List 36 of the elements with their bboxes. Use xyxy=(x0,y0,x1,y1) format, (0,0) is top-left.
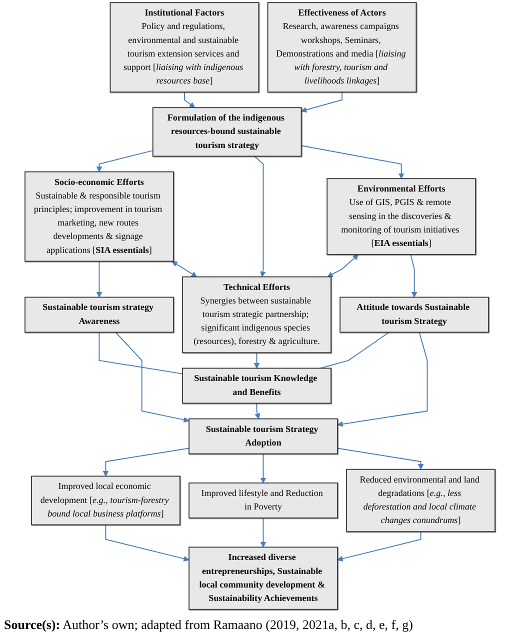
process-box: Socio-economic Efforts Sustainable & responsible tourism principles; improvement in tourism marketing, new routes developments & signage applications [SIA essentials] xyxy=(24,171,174,262)
double-headed-arrow xyxy=(327,254,359,278)
arrow xyxy=(260,453,266,484)
arrow xyxy=(96,260,102,298)
arrow xyxy=(260,518,266,548)
arrow xyxy=(410,254,418,298)
process-box: Attitude towards Sustainable tourism Strategy xyxy=(340,296,490,333)
arrow xyxy=(337,332,428,427)
arrow xyxy=(301,92,342,113)
process-box: Formulation of the indigenous resources-bound sustainable tourism strategy xyxy=(152,107,302,157)
arrow xyxy=(336,448,424,470)
arrow xyxy=(300,145,404,179)
arrow xyxy=(254,352,260,368)
process-box: Sustainable tourism Strategy Adoption xyxy=(188,418,338,454)
arrow xyxy=(254,156,266,278)
arrow xyxy=(96,150,154,172)
process-box: Environmental Efforts Use of GIS, PGIS & remote sensing in the discoveries & monitoring of tourism initiatives [EIA essentials] xyxy=(326,178,476,255)
process-box: Sustainable tourism Knowledge and Benefits xyxy=(182,368,332,404)
process-box: Increased diverse entrepreneurships, Sustainable local community development & Sustainability Achievements xyxy=(188,546,338,610)
double-headed-arrow xyxy=(172,261,198,278)
arrow xyxy=(184,92,196,108)
process-box: Improved lifestyle and Reduction in Poverty xyxy=(188,482,338,518)
process-box: Institutional Factors Policy and regulations, environmental and sustainable tourism extension services and support [liaising with indigenous resources base] xyxy=(110,2,260,93)
arrow xyxy=(115,332,190,423)
process-box: Technical Efforts Synergies between sustainable tourism strategic partnership; significant indigenous species (resources), forestry & agriculture. xyxy=(182,276,332,354)
process-box: Effectiveness of Actors Research, awareness campaigns workshops, Seminars, Demonstrations and media [liaising with forestry, tourism and livelihoods linkages] xyxy=(267,2,417,93)
arrow xyxy=(254,402,260,420)
source-caption: Source(s): Author’s own; adapted from Ramaano (2019, 2021a, b, c, d, e, f, g) xyxy=(4,617,413,633)
process-box: Reduced environmental and land degradations [e.g., less deforestation and local climate changes conundrums] xyxy=(346,468,496,532)
arrow xyxy=(337,531,422,562)
arrow xyxy=(105,524,190,562)
arrow xyxy=(102,448,190,476)
process-box: Sustainable tourism strategy Awareness xyxy=(24,296,174,333)
connector-line xyxy=(98,332,184,374)
process-box: Improved local economic development [e.g., tourism-forestry bound local business platforms] xyxy=(30,476,180,526)
connector-line xyxy=(320,332,390,369)
